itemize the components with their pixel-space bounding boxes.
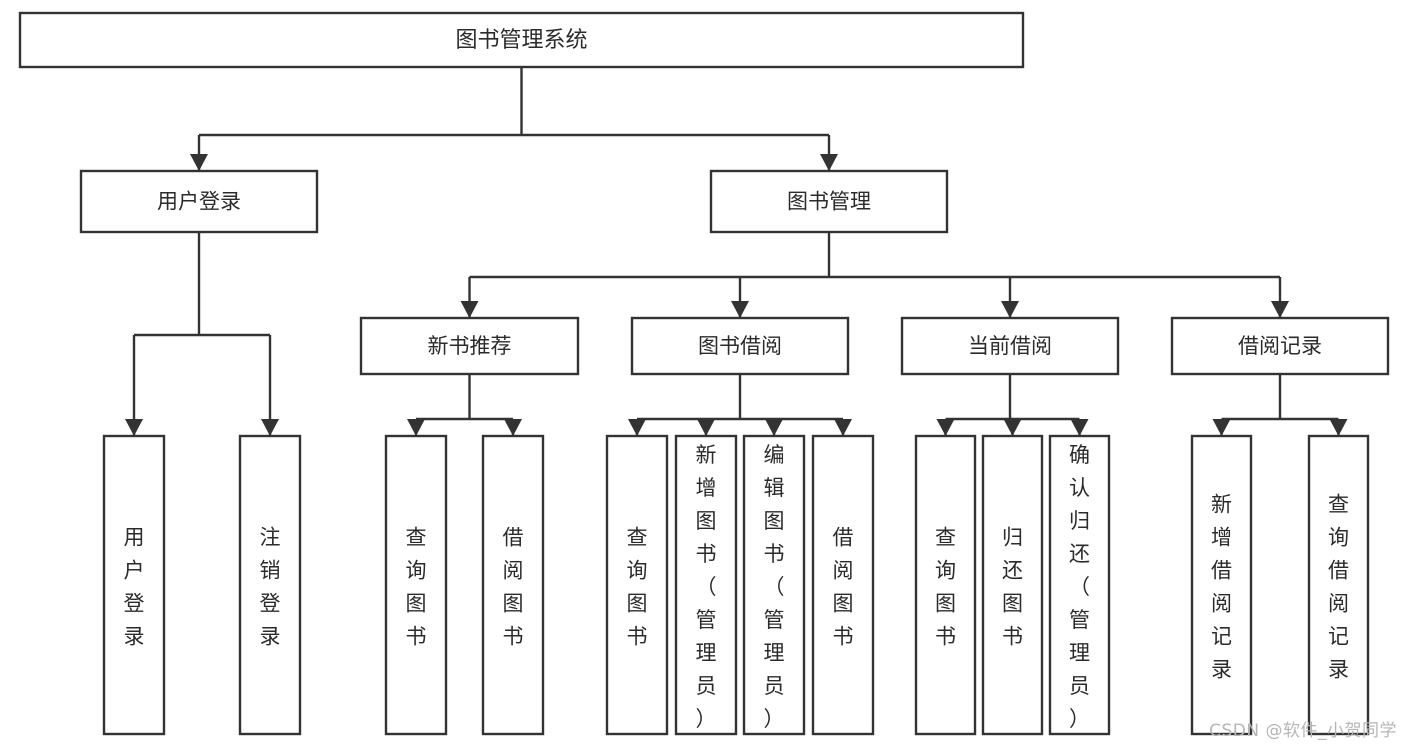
node-root[interactable]: 图书管理系统 — [18, 11, 1025, 69]
node-label: 归还图书 — [1002, 526, 1023, 649]
node-box — [914, 434, 977, 736]
node-label: 新书推荐 — [428, 334, 512, 358]
arrowhead-icon — [820, 154, 838, 171]
node-book-manage[interactable]: 图书管理 — [709, 169, 949, 234]
node-leaf-borrow-book[interactable]: 借阅图书 — [811, 434, 875, 736]
node-leaf-confirm-return[interactable]: 确认归还（管理员） — [1048, 434, 1111, 736]
node-label: 借阅图书 — [833, 526, 854, 649]
node-box — [900, 316, 1120, 376]
arrowhead-icon — [190, 154, 208, 171]
node-leaf-query-book-borrow[interactable]: 查询图书 — [605, 434, 669, 736]
arrowhead-icon — [261, 419, 279, 436]
node-label: 图书借阅 — [698, 334, 782, 358]
arrowhead-icon — [407, 419, 425, 436]
node-leaf-user-logout[interactable]: 注销登录 — [238, 434, 302, 736]
node-label: 图书管理系统 — [455, 28, 587, 53]
node-boxes: 图书管理系统用户登录图书管理新书推荐图书借阅当前借阅借阅记录用户登录注销登录查询… — [18, 11, 1390, 736]
node-box — [384, 434, 448, 736]
arrowhead-icon — [1271, 301, 1289, 318]
arrowhead-icon — [731, 301, 749, 318]
node-box — [359, 316, 580, 376]
node-label: 借阅图书 — [503, 526, 524, 649]
node-box — [605, 434, 669, 736]
arrowhead-icon — [628, 419, 646, 436]
connector-lines — [125, 67, 1348, 436]
arrowhead-icon — [504, 419, 522, 436]
node-box — [742, 434, 806, 736]
node-box — [102, 434, 166, 736]
node-box — [1307, 434, 1370, 736]
arrowhead-icon — [697, 419, 715, 436]
node-leaf-user-login[interactable]: 用户登录 — [102, 434, 166, 736]
arrowhead-icon — [1001, 301, 1019, 318]
node-label: 查询图书 — [627, 526, 648, 649]
watermark-text: CSDN @软件_小贺同学 — [1209, 721, 1397, 741]
node-label: 用户登录 — [124, 526, 145, 649]
node-leaf-add-record[interactable]: 新增借阅记录 — [1190, 434, 1253, 736]
node-box — [18, 11, 1025, 69]
node-box — [1190, 434, 1253, 736]
arrowhead-icon — [834, 419, 852, 436]
node-user-login[interactable]: 用户登录 — [79, 169, 319, 234]
node-current-borrow[interactable]: 当前借阅 — [900, 316, 1120, 376]
node-leaf-return-book[interactable]: 归还图书 — [981, 434, 1044, 736]
node-label: 注销登录 — [260, 526, 281, 649]
node-leaf-query-book-rec[interactable]: 查询图书 — [384, 434, 448, 736]
node-book-borrow[interactable]: 图书借阅 — [630, 316, 850, 376]
node-label: 借阅记录 — [1238, 334, 1322, 358]
node-borrow-record[interactable]: 借阅记录 — [1170, 316, 1390, 376]
node-box — [79, 169, 319, 234]
arrowhead-icon — [936, 419, 955, 436]
arrowhead-icon — [1003, 419, 1022, 436]
node-label: 用户登录 — [157, 190, 241, 214]
node-box — [1170, 316, 1390, 376]
arrowhead-icon — [1212, 419, 1231, 436]
node-box — [709, 169, 949, 234]
node-leaf-borrow-book-rec[interactable]: 借阅图书 — [481, 434, 545, 736]
arrowhead-icon — [1329, 419, 1348, 436]
arrowhead-icon — [125, 419, 143, 436]
node-leaf-query-book-cur[interactable]: 查询图书 — [914, 434, 977, 736]
node-label: 图书管理 — [787, 190, 871, 214]
node-leaf-edit-book[interactable]: 编辑图书（管理员） — [742, 434, 806, 736]
node-box — [481, 434, 545, 736]
node-label: 当前借阅 — [968, 334, 1052, 358]
node-label: 查询图书 — [935, 526, 956, 649]
node-new-book-recommend[interactable]: 新书推荐 — [359, 316, 580, 376]
arrowhead-icon — [765, 419, 783, 436]
arrowhead-icon — [1070, 419, 1089, 436]
node-leaf-add-book[interactable]: 新增图书（管理员） — [674, 434, 738, 736]
arrowhead-icon — [460, 301, 479, 318]
node-leaf-query-record[interactable]: 查询借阅记录 — [1307, 434, 1370, 736]
node-box — [630, 316, 850, 376]
node-box — [674, 434, 738, 736]
node-label: 查询借阅记录 — [1328, 493, 1349, 682]
node-box — [238, 434, 302, 736]
node-label: 查询图书 — [406, 526, 427, 649]
node-label: 确认归还（管理员） — [1069, 443, 1090, 731]
node-box — [1048, 434, 1111, 736]
node-label: 编辑图书（管理员） — [764, 443, 785, 731]
node-label: 新增图书（管理员） — [696, 443, 717, 731]
node-label: 新增借阅记录 — [1211, 493, 1232, 682]
node-box — [981, 434, 1044, 736]
node-box — [811, 434, 875, 736]
